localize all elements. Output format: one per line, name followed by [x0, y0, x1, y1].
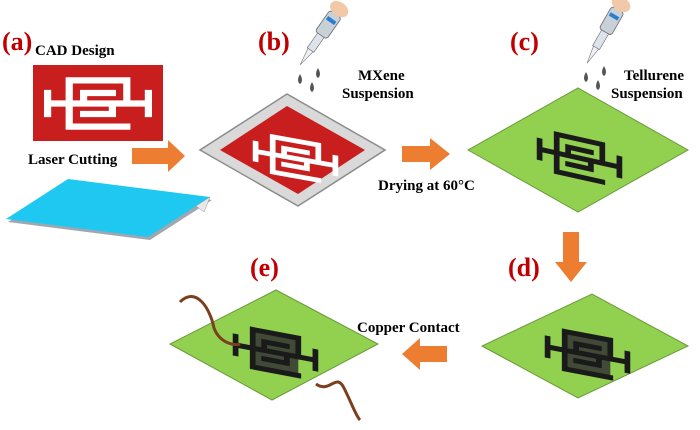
pipette-icon [299, 0, 349, 66]
drying-label: Drying at 60°C [378, 178, 475, 194]
arrow-down-icon [555, 232, 587, 282]
tellurene-coated-device [466, 87, 690, 213]
droplet-icon [584, 66, 606, 90]
mxene-label-line1: MXene [358, 68, 405, 84]
substrate-sheet [6, 179, 212, 240]
copper-wire [315, 380, 362, 422]
panel-label-a: (a) [2, 27, 32, 56]
droplet-icon [298, 68, 320, 92]
arrow-left-icon [402, 338, 447, 370]
panel-label-b: (b) [258, 27, 290, 56]
mxene-label-line2: Suspension [342, 86, 414, 102]
panel-label-d: (d) [508, 253, 540, 282]
arrow-right-icon [132, 140, 185, 172]
final-device [480, 293, 690, 399]
laser-cutting-label: Laser Cutting [28, 152, 118, 168]
tellurene-label-line1: Tellurene [624, 68, 684, 84]
mask-on-substrate [198, 93, 387, 207]
copper-contact-label: Copper Contact [357, 320, 460, 336]
copper-wire [178, 295, 241, 347]
pipette-icon [586, 0, 631, 64]
device-with-copper-contacts [168, 289, 380, 422]
tellurene-label-line2: Suspension [611, 86, 683, 102]
cad-design-label: CAD Design [35, 43, 115, 59]
panel-label-c: (c) [510, 27, 539, 56]
panel-label-e: (e) [250, 253, 279, 282]
arrow-right-icon [402, 138, 450, 170]
